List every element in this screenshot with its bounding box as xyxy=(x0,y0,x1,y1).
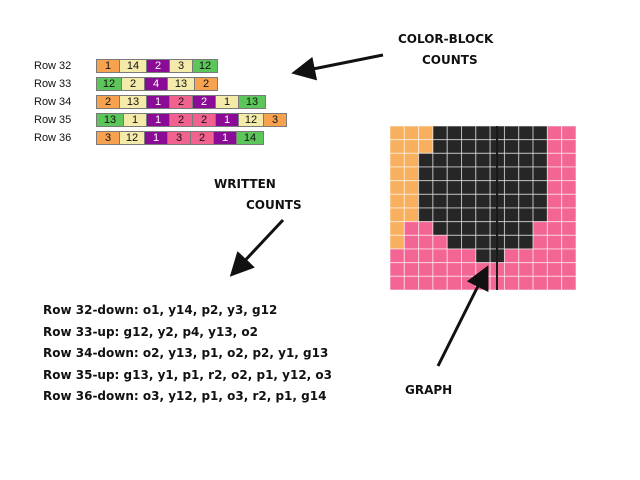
row-label: Row 34 xyxy=(34,96,72,108)
written-count-line: Row 35-up: g13, y1, p1, r2, o2, p1, y12,… xyxy=(43,367,333,382)
color-block-cell: 13 xyxy=(238,95,266,109)
callout-color-block-title: COLOR-BLOCK xyxy=(398,32,494,46)
color-block-cell: 1 xyxy=(215,113,239,127)
row-label: Row 33 xyxy=(34,78,72,90)
color-block-cell: 12 xyxy=(192,59,218,73)
row-label: Row 36 xyxy=(34,132,72,144)
callout-color-block-subtitle: COUNTS xyxy=(422,53,478,67)
color-block-cell: 13 xyxy=(96,113,124,127)
color-block-cell: 3 xyxy=(263,113,287,127)
color-block-cell: 2 xyxy=(194,77,218,91)
graph-grid xyxy=(389,125,577,291)
callout-written-subtitle: COUNTS xyxy=(246,198,302,212)
color-block-cell: 1 xyxy=(146,113,170,127)
row-label: Row 35 xyxy=(34,114,72,126)
arrow-to-graph xyxy=(436,265,489,367)
color-block-cell: 13 xyxy=(167,77,195,91)
color-block-cell: 3 xyxy=(169,59,193,73)
arrow-to-written-counts xyxy=(229,218,285,277)
color-block-cell: 12 xyxy=(96,77,122,91)
color-block-cell: 1 xyxy=(96,59,120,73)
callout-graph: GRAPH xyxy=(405,383,453,397)
color-block-cell: 14 xyxy=(236,131,264,145)
knitting-graph xyxy=(389,125,577,294)
row-label: Row 32 xyxy=(34,60,72,72)
color-block-cell: 14 xyxy=(119,59,147,73)
written-count-line: Row 32-down: o1, y14, p2, y3, g12 xyxy=(43,303,278,317)
color-block-cell: 2 xyxy=(146,59,170,73)
arrow-to-color-blocks xyxy=(291,53,384,81)
color-block-cell: 4 xyxy=(144,77,168,91)
written-count-line: Row 34-down: o2, y13, p1, o2, p2, y1, g1… xyxy=(43,346,329,360)
color-block-cell: 12 xyxy=(119,131,145,145)
written-count-line: Row 33-up: g12, y2, p4, y13, o2 xyxy=(43,324,258,339)
written-count-line: Row 36-down: o3, y12, p1, o3, r2, p1, g1… xyxy=(43,389,327,403)
callout-written-title: WRITTEN xyxy=(214,177,276,191)
